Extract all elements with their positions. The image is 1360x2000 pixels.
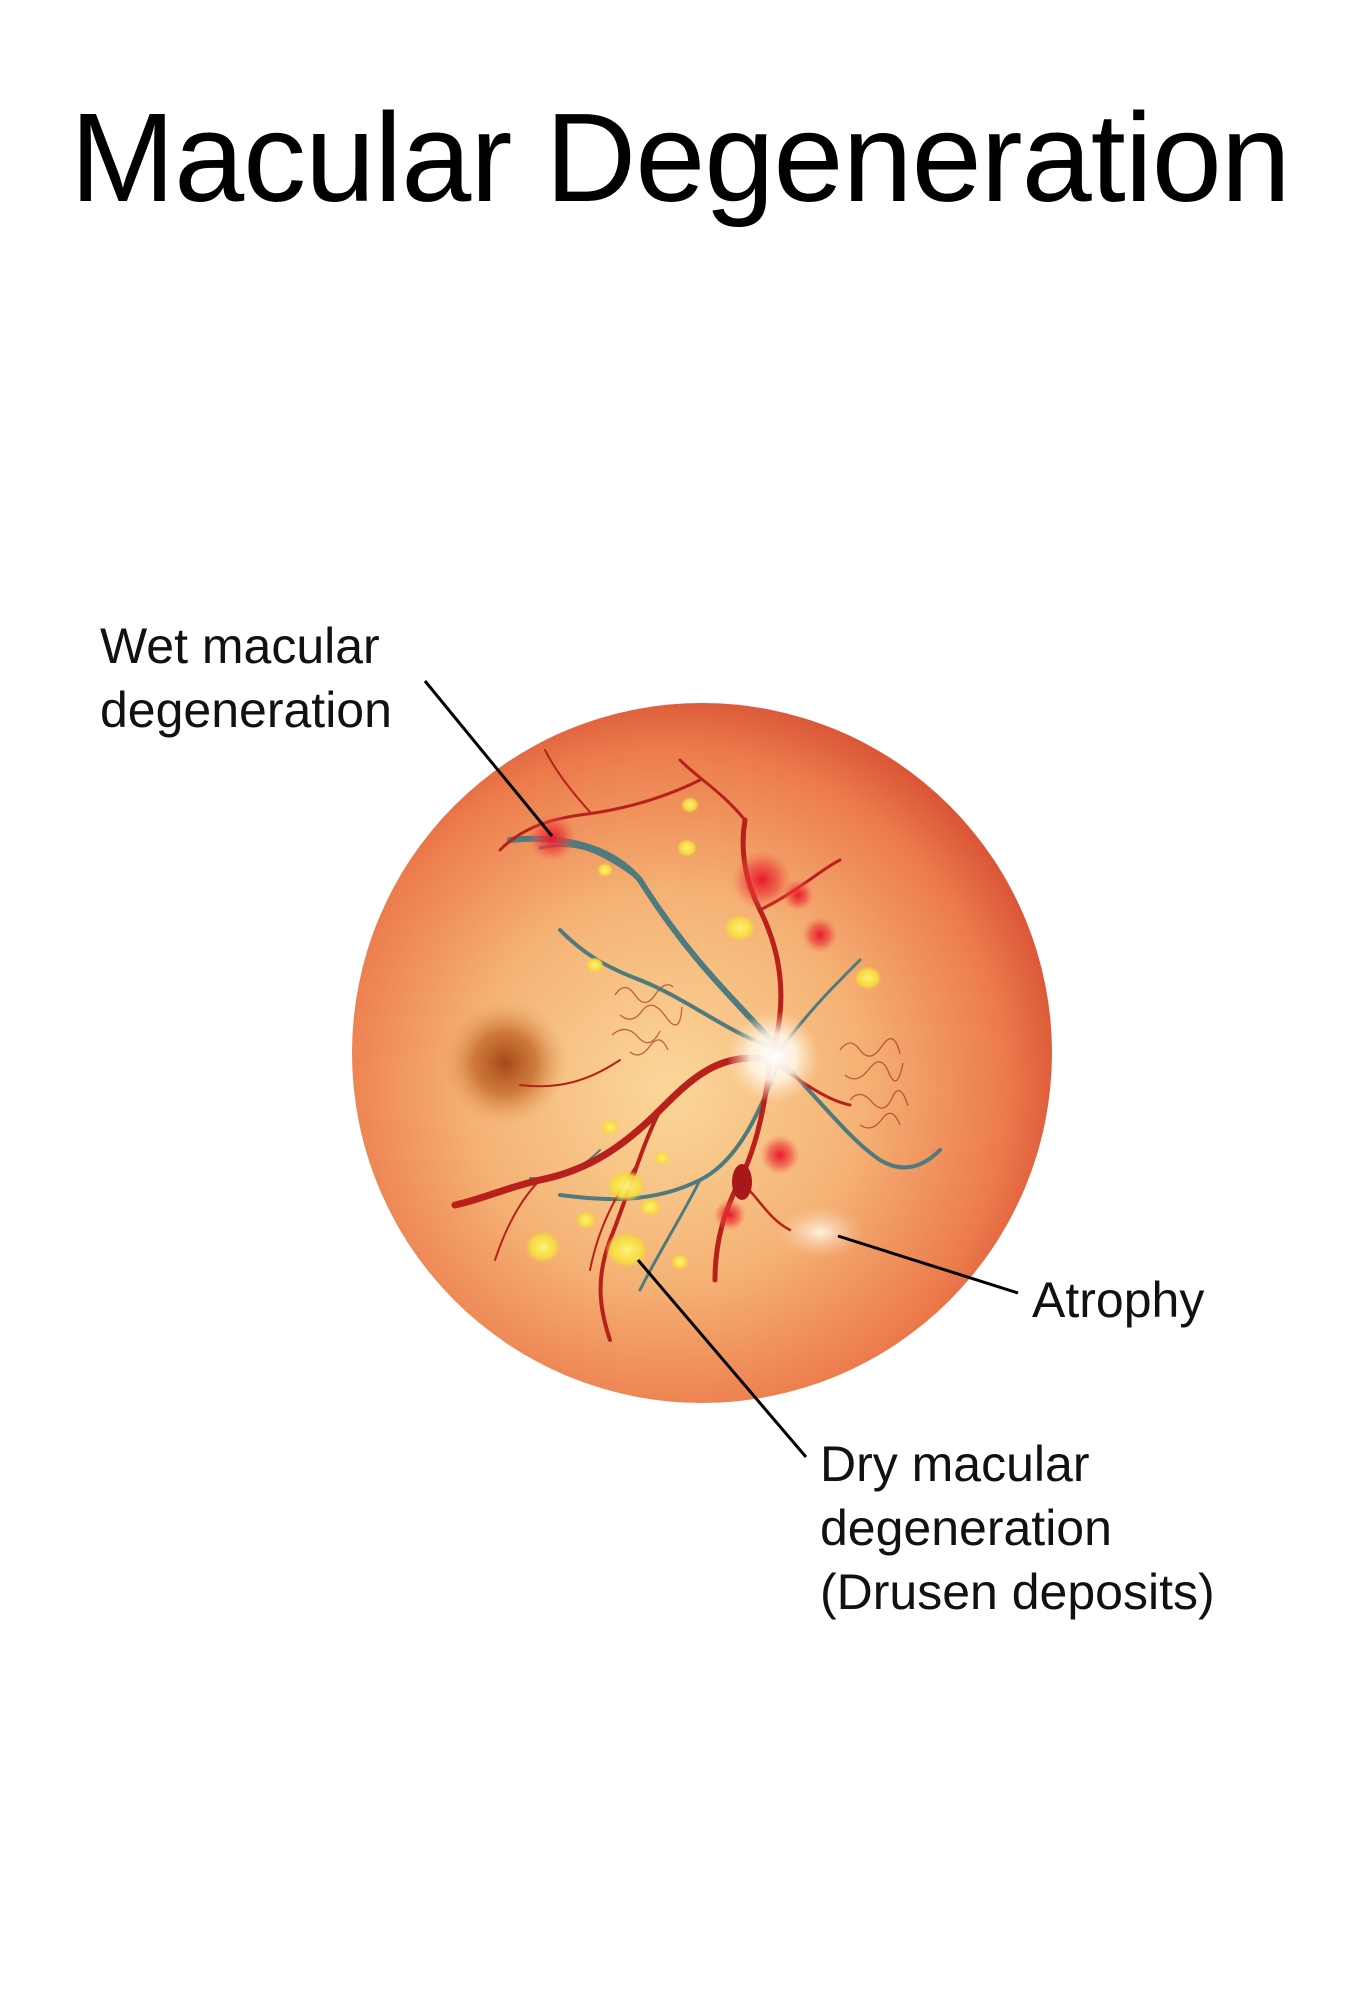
atrophy-patch bbox=[776, 1206, 864, 1258]
label-line: degeneration bbox=[100, 682, 392, 738]
label-line: Atrophy bbox=[1032, 1272, 1205, 1328]
label-atrophy: Atrophy bbox=[1032, 1268, 1204, 1332]
macula bbox=[443, 1001, 567, 1125]
label-line: Dry macular bbox=[820, 1436, 1090, 1492]
hemorrhages bbox=[528, 814, 838, 1231]
label-line: (Drusen deposits) bbox=[820, 1564, 1215, 1620]
optic-disc bbox=[727, 1011, 819, 1103]
label-line: Wet macular bbox=[100, 618, 380, 674]
page-title: Macular Degeneration bbox=[70, 87, 1291, 228]
artery-bulge bbox=[732, 1164, 752, 1200]
label-wet-macular-degeneration: Wet macular degeneration bbox=[100, 614, 392, 742]
label-dry-macular-degeneration: Dry macular degeneration (Drusen deposit… bbox=[820, 1432, 1215, 1624]
leader-line-atrophy bbox=[837, 1234, 1019, 1295]
neovascular-tangles bbox=[611, 984, 909, 1129]
drusen-deposits bbox=[525, 797, 882, 1270]
label-line: degeneration bbox=[820, 1500, 1112, 1556]
retina-disc bbox=[352, 703, 1052, 1403]
leader-line-dry bbox=[636, 1259, 808, 1458]
leader-lines bbox=[423, 680, 1019, 1458]
leader-line-wet bbox=[423, 680, 554, 837]
